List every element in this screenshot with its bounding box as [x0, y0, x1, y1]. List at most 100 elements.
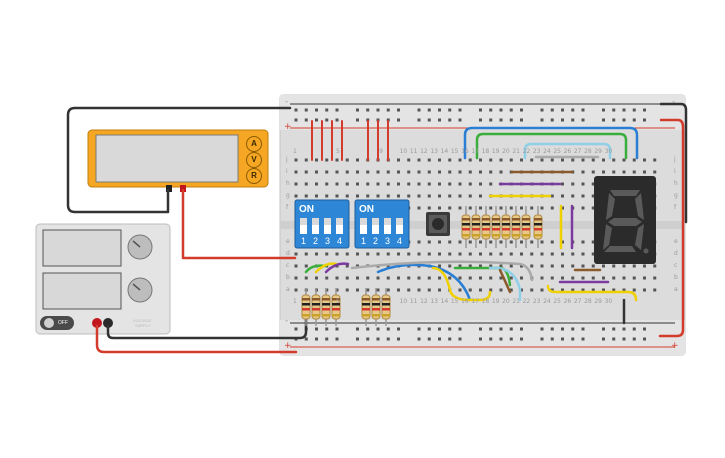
dip1-levers-lever-4[interactable]: [336, 218, 343, 225]
dip-switch-1-pos-2: 2: [313, 236, 319, 246]
column-number-top-1: 1: [293, 148, 297, 155]
column-number-top-17: 17: [471, 148, 479, 155]
column-number-bottom-16: 16: [461, 298, 469, 305]
dip-switch-1-pos-3: 3: [325, 236, 331, 246]
resistor-bottom-3[interactable]: [321, 288, 331, 326]
rail-minus-top-right: -: [672, 97, 676, 107]
column-number-top-29: 29: [594, 148, 602, 155]
column-number-bottom-12: 12: [420, 298, 428, 305]
wire-blue-top[interactable]: [463, 126, 639, 160]
wire-yellow-bottom-right[interactable]: [546, 284, 638, 302]
resistor-bottom-4[interactable]: [331, 288, 341, 326]
wire-black-supply[interactable]: [106, 294, 308, 340]
column-number-bottom-20: 20: [502, 298, 510, 305]
dip1-levers-slot-2[interactable]: [312, 218, 319, 234]
row-letter-right-h: h: [674, 180, 678, 187]
top-red-jumpers[interactable]: [311, 120, 389, 161]
row-letter-left-g: g: [286, 192, 290, 199]
column-number-bottom-1: 1: [293, 298, 297, 305]
wire-lightblue-top[interactable]: [523, 142, 612, 160]
resistor-top-7[interactable]: [521, 206, 531, 248]
dip2-levers-slot-1[interactable]: [360, 218, 367, 234]
column-number-top-30: 30: [604, 148, 613, 155]
row-letter-right-j: j: [674, 156, 676, 163]
resistor-top-6[interactable]: [511, 206, 521, 248]
multimeter-positive-terminal[interactable]: [180, 185, 186, 192]
resistor-bottom-1[interactable]: [301, 288, 311, 326]
dip2-levers-lever-3[interactable]: [384, 218, 391, 225]
column-number-top-26: 26: [563, 148, 572, 155]
wire-red-meter[interactable]: [181, 188, 297, 260]
row-letter-right-g: g: [674, 192, 678, 199]
supply-negative-terminal[interactable]: [103, 318, 113, 328]
row-letter-left-f: f: [286, 204, 289, 211]
wire-brown-bottom[interactable]: [498, 268, 512, 294]
column-number-bottom-30: 30: [604, 298, 613, 305]
wire-black-meter[interactable]: [66, 106, 292, 214]
dip-switch-2-levers[interactable]: [360, 218, 403, 234]
wire-black-right[interactable]: [659, 102, 688, 224]
row-letter-right-d: d: [674, 250, 678, 257]
column-number-top-24: 24: [543, 148, 551, 155]
dip-switch-1-levers[interactable]: [300, 218, 343, 234]
multimeter-mode-r[interactable]: R: [246, 168, 262, 184]
column-number-bottom-25: 25: [553, 298, 561, 305]
column-number-bottom-15: 15: [450, 298, 459, 305]
wire-yellow-bottom[interactable]: [431, 266, 492, 302]
row-letter-left-h: h: [286, 180, 290, 187]
dip1-levers-slot-1[interactable]: [300, 218, 307, 234]
resistor-top-5[interactable]: [501, 206, 511, 248]
wire-yellow-bottom-left[interactable]: [314, 262, 338, 274]
wire-red-supply[interactable]: [95, 324, 298, 354]
column-number-bottom-17: 17: [471, 298, 479, 305]
multimeter-mode-v[interactable]: V: [246, 152, 262, 168]
column-number-top-12: 12: [420, 148, 428, 155]
dip2-levers-slot-3[interactable]: [384, 218, 391, 234]
dip-switch-2[interactable]: [354, 199, 410, 249]
dip-switch-1[interactable]: [294, 199, 350, 249]
resistor-bottom-6[interactable]: [371, 288, 381, 326]
resistors[interactable]: [301, 206, 543, 326]
column-number-top-19: 19: [491, 148, 500, 155]
wire-purple-bottom[interactable]: [324, 262, 350, 274]
push-button[interactable]: [426, 212, 450, 236]
resistor-bottom-5[interactable]: [361, 288, 371, 326]
resistor-top-1[interactable]: [461, 206, 471, 248]
multimeter-mode-a[interactable]: A: [246, 136, 262, 152]
wires[interactable]: [66, 102, 688, 354]
seven-segment-display: [594, 176, 656, 264]
dip1-levers-slot-3[interactable]: [324, 218, 331, 234]
column-number-bottom-29: 29: [594, 298, 602, 305]
wire-blue-bottom[interactable]: [376, 263, 472, 302]
column-number-bottom-11: 11: [409, 298, 418, 305]
dip1-levers-lever-3[interactable]: [324, 218, 331, 225]
wire-lightblue-bottom[interactable]: [488, 266, 522, 302]
wire-green-top[interactable]: [475, 132, 628, 160]
power-supply[interactable]: [35, 223, 171, 335]
dip2-levers-slot-4[interactable]: [396, 218, 403, 234]
dip2-levers-lever-4[interactable]: [396, 218, 403, 225]
row-letter-left-c: c: [286, 262, 290, 269]
resistor-top-4[interactable]: [491, 206, 501, 248]
column-number-bottom-9: 9: [379, 298, 383, 305]
supply-positive-terminal[interactable]: [92, 318, 102, 328]
resistor-bottom-7[interactable]: [381, 288, 391, 326]
dip2-levers-lever-1[interactable]: [360, 218, 367, 225]
resistor-bottom-2[interactable]: [311, 288, 321, 326]
dip1-levers-lever-2[interactable]: [312, 218, 319, 225]
resistor-top-2[interactable]: [471, 206, 481, 248]
wire-red-right[interactable]: [658, 118, 685, 338]
multimeter[interactable]: [87, 129, 269, 192]
column-number-bottom-10: 10: [399, 298, 408, 305]
resistor-top-3[interactable]: [481, 206, 491, 248]
resistor-top-8[interactable]: [533, 206, 543, 248]
dip1-levers-lever-1[interactable]: [300, 218, 307, 225]
dip2-levers-lever-2[interactable]: [372, 218, 379, 225]
dip1-levers-slot-4[interactable]: [336, 218, 343, 234]
dip2-levers-slot-2[interactable]: [372, 218, 379, 234]
wire-gray-bottom[interactable]: [350, 260, 534, 282]
multimeter-com-terminal[interactable]: [166, 185, 172, 192]
row-letter-left-d: d: [286, 250, 290, 257]
